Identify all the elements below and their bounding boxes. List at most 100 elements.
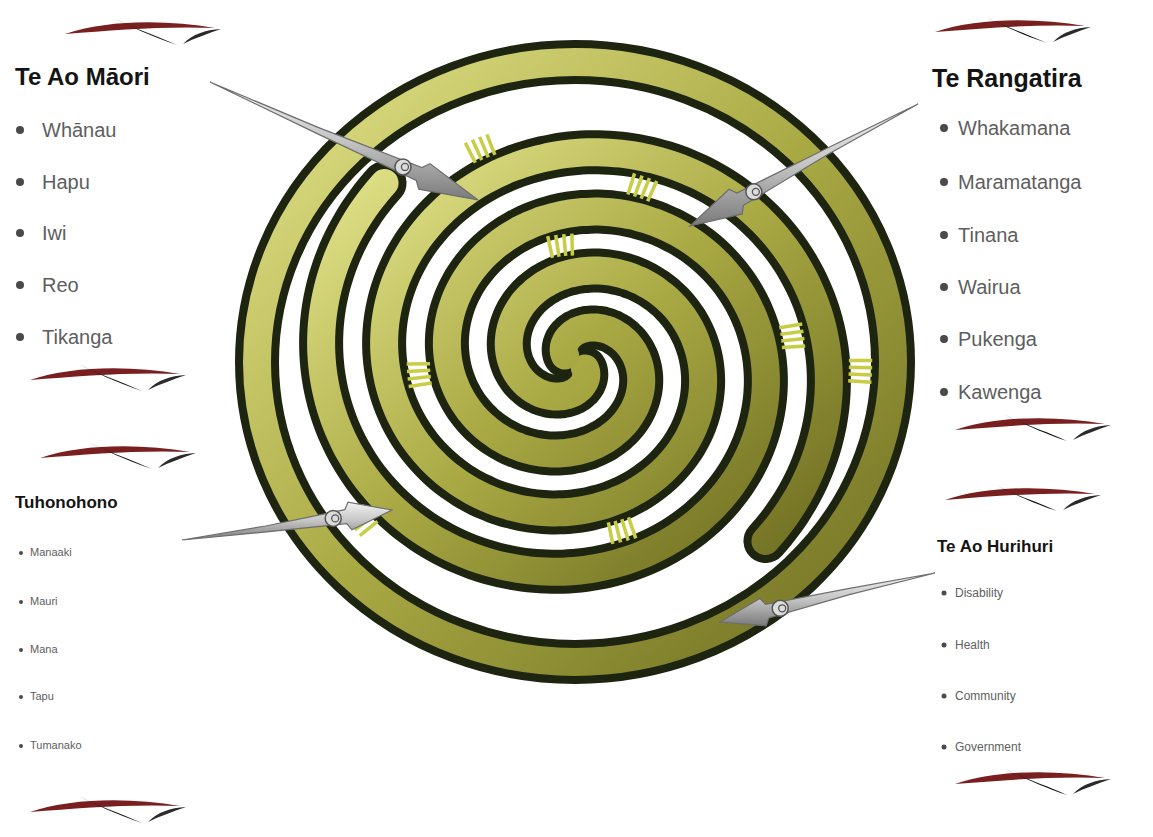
rung-bar: [409, 383, 432, 386]
list-item: Iwi: [42, 221, 66, 245]
list-item: Maramatanga: [958, 170, 1081, 194]
list-item: Disability: [955, 586, 1003, 600]
bullet-dot: [16, 281, 24, 289]
list-item: Manaaki: [30, 546, 72, 559]
bullet-dot: [940, 124, 948, 132]
rung-bar: [849, 374, 872, 375]
group-heading: Te Ao Māori: [15, 63, 150, 92]
blade-shape: [210, 82, 478, 200]
bullet-dot: [16, 333, 24, 341]
bullet-dot: [940, 388, 948, 396]
bullet-dot: [16, 126, 24, 134]
list-item: Community: [955, 689, 1016, 703]
spiral-arm: [321, 183, 766, 572]
koru-swirl: [772, 600, 788, 616]
swoosh-red: [955, 418, 1105, 430]
bullet-dot: [19, 695, 23, 699]
swoosh-red: [65, 22, 215, 34]
rung-bar: [608, 522, 612, 544]
swoosh-red: [945, 488, 1095, 500]
bullet-dot: [940, 335, 948, 343]
swoosh-black: [1053, 27, 1091, 42]
outer-ring: [257, 62, 893, 662]
rung-bar: [407, 370, 430, 371]
list-item: Hapu: [42, 170, 90, 194]
blade-shape: [720, 573, 935, 626]
rung-bar: [782, 346, 805, 348]
swoosh-black: [1003, 768, 1067, 795]
divider-swoosh: [65, 18, 221, 45]
blade-arrow: [182, 502, 392, 540]
swoosh-red: [935, 20, 1085, 32]
swoosh-black: [113, 18, 177, 45]
swoosh-black: [158, 453, 196, 468]
rung-bar: [635, 176, 642, 197]
double-spiral: [257, 62, 893, 662]
list-item: Mana: [30, 643, 58, 656]
swoosh-black: [1063, 495, 1101, 510]
rung-bar: [487, 134, 495, 155]
list-item: Pukenga: [958, 327, 1037, 351]
list-item: Whakamana: [958, 116, 1070, 140]
list-item: Tapu: [30, 690, 54, 703]
rung-bar: [629, 517, 636, 538]
rung-bar: [548, 236, 553, 258]
swoosh-red: [955, 772, 1105, 784]
koru-swirl: [746, 184, 762, 200]
bullet-dot: [940, 231, 948, 239]
rung-bar: [648, 181, 657, 201]
rung-bar: [628, 173, 635, 194]
rung-bar: [564, 234, 566, 256]
bullet-dot: [19, 600, 23, 604]
rung-bar: [780, 331, 803, 334]
divider-swooshes: [30, 16, 1111, 823]
divider-swoosh: [30, 364, 186, 391]
list-item: Reo: [42, 273, 79, 297]
outer-ring: [257, 62, 893, 662]
swoosh-black: [88, 442, 152, 469]
bullet-dot: [19, 648, 23, 652]
divider-swoosh: [945, 484, 1101, 511]
list-item: Tinana: [958, 223, 1018, 247]
blade-shape: [690, 104, 918, 226]
pointer-arrows: [182, 82, 935, 626]
divider-swoosh: [30, 796, 186, 823]
list-item: Health: [955, 638, 990, 652]
bullet-dot: [19, 744, 23, 748]
list-item: Kawenga: [958, 380, 1041, 404]
list-item: Government: [955, 740, 1021, 754]
swoosh-black: [148, 375, 186, 390]
koru-swirl-inner: [752, 188, 759, 195]
koru-swirl-inner: [779, 605, 786, 612]
group-heading: Tuhonohono: [15, 493, 118, 513]
rung-bar: [407, 362, 430, 366]
list-item: Tumanako: [30, 739, 82, 752]
list-item: Whānau: [42, 118, 117, 142]
koru-swirl-inner: [401, 163, 408, 170]
swoosh-red: [30, 368, 180, 380]
group-heading: Te Rangatira: [932, 63, 1082, 93]
blade-shape: [182, 502, 392, 540]
divider-swoosh: [955, 768, 1111, 795]
rung-bar: [570, 234, 574, 256]
list-item: Tikanga: [42, 325, 112, 349]
bullet-dot: [940, 283, 948, 291]
koru-swirl: [395, 159, 411, 175]
bullet-dot: [16, 178, 24, 186]
rung-bar: [480, 137, 489, 157]
swoosh-black: [78, 364, 142, 391]
koru-swirl-inner: [332, 515, 339, 522]
blade-arrow: [720, 573, 935, 626]
swoosh-black: [183, 29, 221, 44]
rung-bar: [781, 339, 804, 341]
bullet-dot: [942, 591, 947, 596]
bullet-dot: [942, 694, 947, 699]
rung-bar: [779, 324, 802, 328]
swoosh-black: [1003, 414, 1067, 441]
swoosh-black: [983, 16, 1047, 43]
swoosh-black: [993, 484, 1057, 511]
group-heading: Te Ao Hurihuri: [937, 537, 1053, 557]
divider-swoosh: [935, 16, 1091, 43]
swoosh-red: [40, 446, 190, 458]
